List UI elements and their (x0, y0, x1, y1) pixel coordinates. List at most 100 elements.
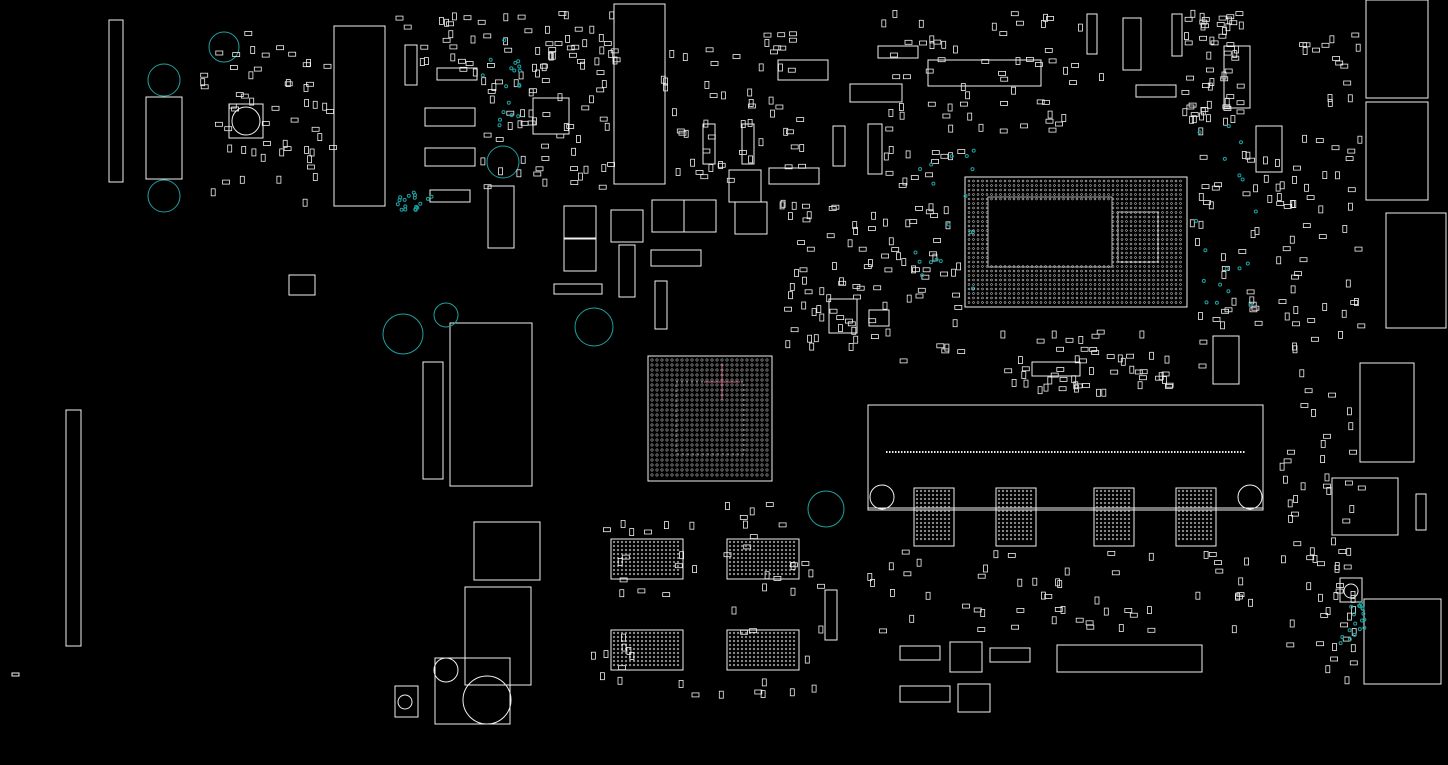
smd-pad[interactable] (612, 57, 621, 63)
smd-pad[interactable] (775, 104, 784, 110)
smd-pad[interactable] (306, 59, 312, 67)
smd-pad[interactable] (1318, 205, 1324, 214)
smd-pad[interactable] (790, 144, 799, 150)
smd-pad[interactable] (836, 315, 845, 321)
smd-pad[interactable] (1042, 100, 1050, 105)
smd-pad[interactable] (1322, 171, 1328, 180)
smd-pad[interactable] (991, 22, 997, 31)
smd-pad[interactable] (1096, 388, 1101, 397)
smd-pad[interactable] (1334, 564, 1340, 573)
component[interactable] (650, 249, 702, 267)
smd-pad[interactable] (541, 155, 550, 161)
smd-pad[interactable] (231, 106, 240, 112)
mounting-hole[interactable] (433, 302, 459, 328)
smd-pad[interactable] (721, 91, 726, 100)
smd-pad[interactable] (571, 147, 576, 156)
smd-pad[interactable] (303, 84, 309, 92)
smd-pad[interactable] (1078, 335, 1084, 344)
smd-pad[interactable] (542, 112, 551, 117)
smd-pad[interactable] (1249, 307, 1258, 313)
smd-pad[interactable] (1085, 620, 1094, 626)
smd-pad[interactable] (541, 143, 549, 149)
smd-pad[interactable] (1209, 78, 1215, 86)
smd-pad[interactable] (1230, 115, 1236, 123)
smd-pad[interactable] (1292, 345, 1298, 354)
smd-pad[interactable] (868, 226, 876, 231)
smd-pad[interactable] (1357, 485, 1366, 491)
smd-pad[interactable] (726, 177, 735, 183)
smd-pad[interactable] (1071, 375, 1077, 384)
smd-pad[interactable] (1165, 383, 1173, 389)
smd-pad[interactable] (1316, 641, 1324, 647)
smd-pad[interactable] (1208, 201, 1214, 210)
smd-pad[interactable] (576, 135, 581, 143)
smd-pad[interactable] (438, 16, 444, 25)
smd-pad[interactable] (1292, 175, 1297, 184)
connector-vertical[interactable] (333, 25, 386, 207)
smd-pad[interactable] (1091, 333, 1100, 339)
smd-pad[interactable] (1032, 577, 1038, 586)
smd-pad[interactable] (200, 78, 206, 87)
smd-pad[interactable] (1089, 347, 1098, 352)
smd-pad[interactable] (899, 111, 905, 120)
smd-pad[interactable] (261, 121, 270, 126)
smd-pad[interactable] (1129, 612, 1138, 618)
smd-pad[interactable] (517, 120, 523, 129)
smd-pad[interactable] (743, 520, 748, 529)
smd-pad[interactable] (200, 72, 209, 78)
smd-pad[interactable] (675, 168, 681, 176)
smd-pad[interactable] (608, 50, 614, 58)
smd-pad[interactable] (1137, 381, 1143, 390)
smd-pad[interactable] (892, 9, 898, 18)
smd-pad[interactable] (1004, 368, 1013, 374)
smd-pad[interactable] (944, 343, 950, 352)
smd-pad[interactable] (817, 583, 825, 589)
component[interactable] (473, 521, 541, 581)
smd-pad[interactable] (978, 123, 984, 132)
smd-pad[interactable] (1276, 201, 1285, 206)
smd-pad[interactable] (1302, 134, 1307, 143)
smd-pad[interactable] (829, 308, 838, 314)
smd-pad[interactable] (1300, 403, 1309, 408)
smd-pad[interactable] (486, 63, 495, 68)
smd-pad[interactable] (594, 57, 600, 66)
smd-pad[interactable] (1182, 108, 1188, 117)
smd-pad[interactable] (904, 39, 913, 45)
smd-pad[interactable] (566, 124, 575, 129)
ic-module[interactable] (449, 322, 533, 487)
smd-pad[interactable] (1189, 115, 1194, 124)
smd-pad[interactable] (758, 138, 764, 147)
smd-pad[interactable] (901, 549, 910, 555)
smd-pad[interactable] (224, 126, 233, 132)
smd-pad[interactable] (799, 267, 808, 273)
smd-pad[interactable] (930, 213, 938, 219)
component[interactable] (768, 167, 820, 185)
component[interactable] (777, 59, 829, 81)
smd-pad[interactable] (1336, 583, 1344, 588)
smd-pad[interactable] (953, 45, 958, 54)
smd-pad[interactable] (1035, 62, 1043, 67)
smd-pad[interactable] (1250, 230, 1256, 239)
smd-pad[interactable] (1299, 42, 1307, 47)
smd-pad[interactable] (1335, 60, 1344, 66)
smd-pad[interactable] (1312, 47, 1320, 53)
smd-pad[interactable] (1065, 337, 1074, 343)
smd-pad[interactable] (993, 550, 999, 559)
smd-pad[interactable] (507, 122, 513, 130)
smd-pad[interactable] (309, 148, 315, 157)
smd-pad[interactable] (692, 565, 697, 573)
smd-pad[interactable] (891, 247, 900, 253)
smd-pad[interactable] (952, 319, 958, 328)
smd-pad[interactable] (1058, 386, 1067, 392)
smd-pad[interactable] (1015, 57, 1021, 65)
connector-vertical[interactable] (613, 3, 666, 185)
smd-pad[interactable] (629, 528, 635, 536)
smd-pad[interactable] (1206, 100, 1212, 109)
smd-pad[interactable] (885, 170, 894, 176)
smd-pad[interactable] (1021, 371, 1027, 379)
smd-pad[interactable] (1059, 376, 1068, 382)
smd-pad[interactable] (477, 19, 486, 25)
smd-pad[interactable] (1106, 354, 1115, 360)
smd-pad[interactable] (1351, 606, 1356, 614)
smd-pad[interactable] (828, 205, 837, 211)
